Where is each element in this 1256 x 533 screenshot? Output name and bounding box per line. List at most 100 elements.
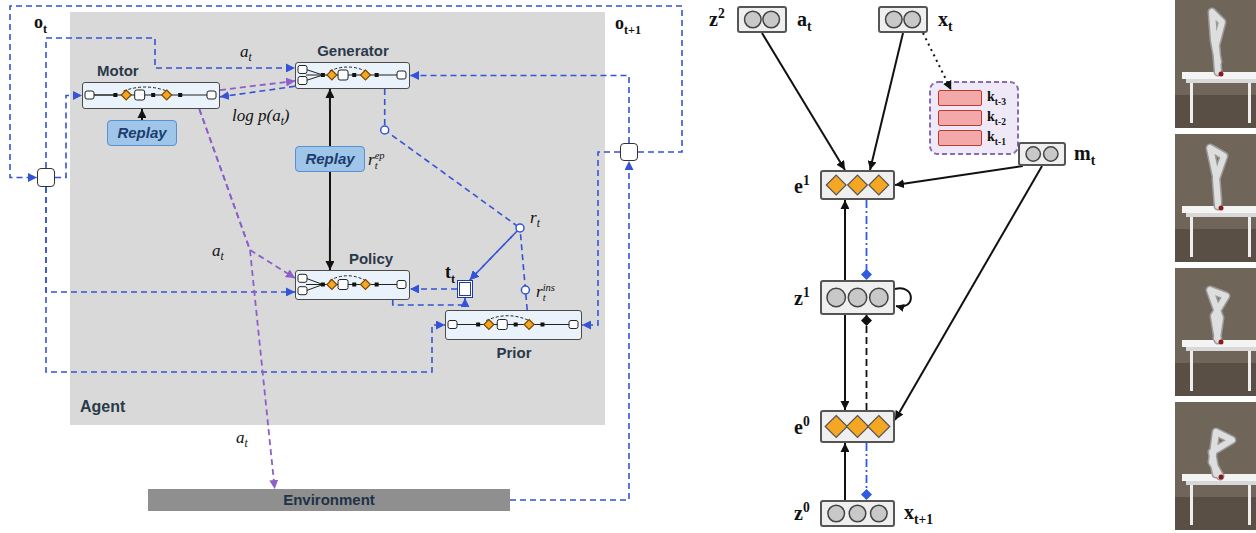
error-units: e1 <box>820 170 895 200</box>
memory-readout: mt <box>1018 142 1066 166</box>
junction-dot <box>516 224 524 232</box>
superscript: ins <box>543 283 555 294</box>
connector <box>55 96 82 178</box>
text-part: r <box>536 282 543 301</box>
text-part: z <box>794 287 803 309</box>
node-label: e1 <box>794 173 810 198</box>
node-label: xt <box>938 8 953 35</box>
node-label: z0 <box>794 500 810 525</box>
connector <box>895 166 1023 185</box>
state-units: z1 <box>820 280 895 315</box>
unit-icons <box>446 311 580 338</box>
error-units: e0 <box>820 410 895 443</box>
motor-module: Motor <box>82 82 220 109</box>
observation-box: ot <box>37 168 55 187</box>
node-label: Generator <box>317 42 389 59</box>
node-label: Environment <box>283 491 375 508</box>
node-label: mt <box>1074 142 1095 169</box>
prior-module: Prior <box>445 310 582 340</box>
subscript: t <box>451 272 455 286</box>
subscript: t+1 <box>624 23 641 37</box>
memory-slot: kt-1 <box>938 130 982 146</box>
text-part: x <box>938 8 948 30</box>
node-label: Replay <box>117 124 166 141</box>
text-part: a <box>240 42 249 61</box>
memory-slot: kt-3 <box>938 90 982 106</box>
subscript: t <box>43 22 47 36</box>
connector <box>141 109 143 120</box>
subscript: t <box>807 19 812 34</box>
state-units: z0xt+1 <box>820 500 895 527</box>
connector <box>470 228 527 310</box>
text-part: a <box>212 241 221 260</box>
node-label: Agent <box>80 398 125 416</box>
script-stack: tep <box>375 151 385 172</box>
edge-label: rtep <box>368 150 385 172</box>
subscript: t+1 <box>914 512 933 527</box>
text-part: o <box>615 13 624 33</box>
text-part: z <box>709 8 718 30</box>
connector <box>46 38 295 168</box>
connector <box>385 89 520 280</box>
connector <box>10 6 682 178</box>
connector <box>762 33 845 170</box>
node-label: Policy <box>349 250 393 267</box>
text-part: ) <box>284 106 290 125</box>
edge-label: at <box>240 42 252 65</box>
subscript: t-1 <box>995 137 1006 147</box>
node-label: xt+1 <box>904 501 933 528</box>
connector <box>844 200 846 280</box>
superscript: 0 <box>803 500 810 515</box>
text-part: a <box>236 428 245 447</box>
connector <box>46 187 295 292</box>
recurrent-loop <box>895 288 911 306</box>
superscript: 1 <box>803 285 810 300</box>
connector <box>582 152 620 325</box>
unit-icons <box>739 8 785 31</box>
superscript: 1 <box>803 173 810 188</box>
text-part: k <box>987 89 995 104</box>
superscript: ep <box>375 151 385 162</box>
connector <box>923 33 951 90</box>
text-part: e <box>794 416 803 438</box>
unit-icons <box>822 282 893 313</box>
generator-module: Generator <box>295 62 410 89</box>
unit-icons <box>296 271 408 298</box>
replay-buffer: Replay <box>107 120 177 146</box>
text-part: m <box>1074 142 1091 164</box>
superscript: 2 <box>718 6 725 21</box>
node-label: at <box>797 8 812 35</box>
node-label: tt <box>445 262 455 286</box>
node-label: ot+1 <box>615 13 641 37</box>
connector <box>329 89 331 146</box>
unit-icons <box>83 83 218 107</box>
latent-action-box: z2at <box>737 6 787 33</box>
connector <box>844 443 846 500</box>
subscript: t <box>375 161 385 172</box>
subscript: t <box>543 293 555 304</box>
replay-buffer: Replay <box>295 146 365 172</box>
connector <box>866 443 868 500</box>
input-box: xt <box>878 6 928 33</box>
subscript: t <box>1091 153 1096 168</box>
connector <box>410 288 457 290</box>
unit-icons <box>822 172 893 198</box>
memory-slot: kt-2 <box>938 110 982 126</box>
text-part: x <box>904 501 914 523</box>
agent-region: AgentGeneratorMotorPolicyPriorReplayRepl… <box>70 12 605 425</box>
connector <box>895 166 1042 420</box>
edge-label: at <box>236 428 248 451</box>
connector <box>866 315 868 410</box>
robot-frame <box>1175 0 1256 128</box>
edge-label: log p(at) <box>232 106 290 129</box>
node-label: kt-3 <box>987 89 1006 108</box>
edge-label: rtins <box>536 282 555 304</box>
connector <box>329 172 331 270</box>
edge-label: at <box>212 241 224 264</box>
connector <box>220 86 295 97</box>
junction-dot <box>521 286 529 294</box>
environment-bar: Environment <box>148 489 510 511</box>
